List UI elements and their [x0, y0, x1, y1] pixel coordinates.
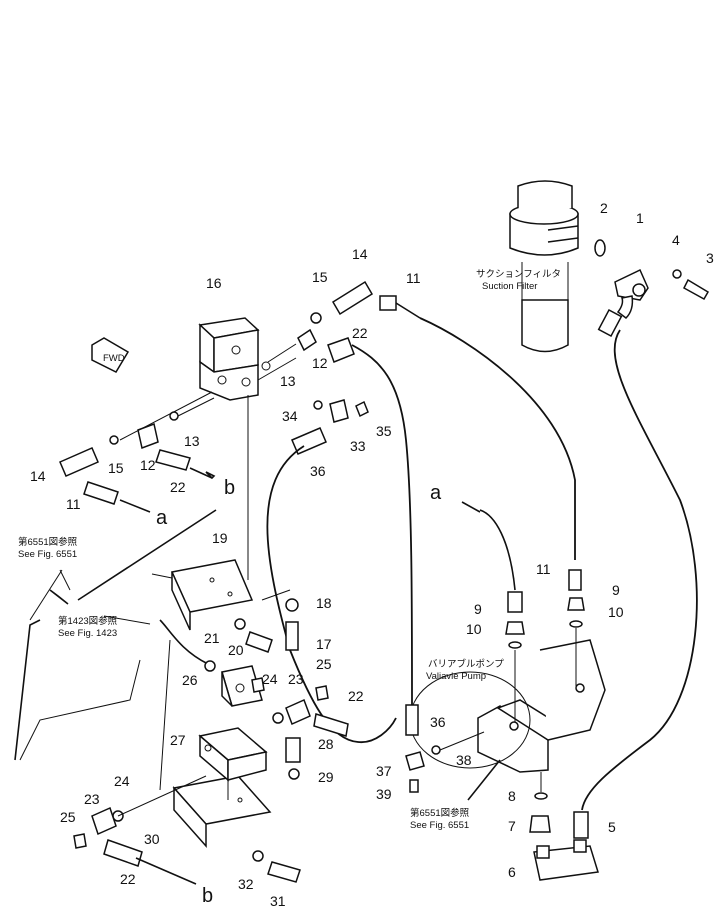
callout-9b: 9	[474, 601, 482, 617]
suction-filter	[509, 180, 606, 353]
callout-3: 3	[706, 250, 714, 266]
ref-6551b-jp: 第6551図参照	[410, 807, 470, 819]
callout-25b: 25	[60, 809, 76, 825]
callout-28: 28	[318, 736, 334, 752]
callout-15a: 15	[312, 269, 328, 285]
elbow-flange	[597, 268, 710, 338]
callout-31: 31	[270, 893, 286, 906]
ref-6551-en: See Fig. 6551	[18, 549, 77, 560]
callout-24b: 24	[114, 773, 130, 789]
callout-27: 27	[170, 732, 186, 748]
callout-14a: 14	[352, 246, 368, 262]
callout-25a: 25	[316, 656, 332, 672]
callout-21: 21	[204, 630, 220, 646]
pump-en: Valiavle Pump	[426, 671, 486, 682]
callout-22a: 22	[352, 325, 368, 341]
callout-22d: 22	[120, 871, 136, 887]
callout-17: 17	[316, 636, 332, 652]
variable-pump	[409, 639, 606, 773]
pump-fittings	[505, 569, 599, 881]
callout-15b: 15	[108, 460, 124, 476]
hoses	[266, 317, 698, 811]
fwd-arrow: FWD	[91, 337, 130, 373]
callout-7: 7	[508, 818, 516, 834]
callout-numbers: 1 2 3 4 5 6 7 8 9 9 10 10 11 11 11 12 12…	[30, 200, 714, 906]
callout-1: 1	[636, 210, 644, 226]
callout-11c: 11	[536, 561, 551, 577]
ref-6551-jp: 第6551図参照	[18, 536, 78, 548]
callout-12a: 12	[312, 355, 328, 371]
callout-37: 37	[376, 763, 392, 779]
callout-8: 8	[508, 788, 516, 804]
callout-4: 4	[672, 232, 680, 248]
fittings-upper	[291, 280, 421, 455]
callout-23b: 23	[84, 791, 100, 807]
callout-9a: 9	[612, 582, 620, 598]
solenoid-valve	[221, 665, 265, 707]
fwd-label: FWD	[103, 353, 125, 364]
callout-32: 32	[238, 876, 254, 892]
callout-30: 30	[144, 831, 160, 847]
callout-36a: 36	[310, 463, 326, 479]
callout-10a: 10	[608, 604, 624, 620]
callout-36b: 36	[430, 714, 446, 730]
callout-2: 2	[600, 200, 608, 216]
letter-b-lower: b	[202, 885, 213, 906]
leader-lines	[119, 343, 297, 580]
callout-13a: 13	[280, 373, 296, 389]
valve-block	[198, 317, 271, 401]
fittings-left	[59, 411, 191, 505]
ref-1423-jp: 第1423図参照	[58, 615, 118, 627]
text-labels: サクションフィルタ Suction Filter バリアブルポンプ Valiav…	[18, 269, 561, 906]
callout-12b: 12	[140, 457, 156, 473]
callout-6: 6	[508, 864, 516, 880]
callout-29: 29	[318, 769, 334, 785]
wire-harness	[14, 509, 291, 885]
small-fittings	[73, 598, 349, 883]
callout-35: 35	[376, 423, 392, 439]
fittings-lower-center	[405, 704, 485, 793]
ref-6551b-en: See Fig. 6551	[410, 820, 469, 831]
letter-a-right: a	[430, 482, 442, 504]
suction-filter-jp: サクションフィルタ	[476, 269, 561, 280]
callout-18: 18	[316, 595, 332, 611]
callout-24a: 24	[262, 671, 278, 687]
letter-a-left: a	[156, 507, 168, 529]
callout-22c: 22	[348, 688, 364, 704]
callout-33: 33	[350, 438, 366, 454]
callout-26: 26	[182, 672, 198, 688]
pump-jp: バリアブルポンプ	[428, 658, 504, 670]
callout-16: 16	[206, 275, 222, 291]
callout-5: 5	[608, 819, 616, 835]
connection-arrows	[59, 501, 501, 801]
callout-34: 34	[282, 408, 298, 424]
callout-38: 38	[456, 752, 472, 768]
callout-39: 39	[376, 786, 392, 802]
letter-b-upper: b	[224, 477, 235, 499]
ref-1423-en: See Fig. 1423	[58, 628, 117, 639]
callout-22b: 22	[170, 479, 186, 495]
callout-11a: 11	[406, 270, 421, 286]
suction-filter-en: Suction Filter	[482, 281, 537, 292]
callout-14b: 14	[30, 468, 46, 484]
callout-23a: 23	[288, 671, 304, 687]
callout-20: 20	[228, 642, 244, 658]
bracket-lower	[172, 775, 272, 848]
callout-13b: 13	[184, 433, 200, 449]
bracket-upper	[151, 559, 254, 631]
callout-10b: 10	[466, 621, 482, 637]
callout-11b: 11	[66, 496, 81, 512]
block-27	[198, 727, 268, 782]
callout-19: 19	[212, 530, 228, 546]
